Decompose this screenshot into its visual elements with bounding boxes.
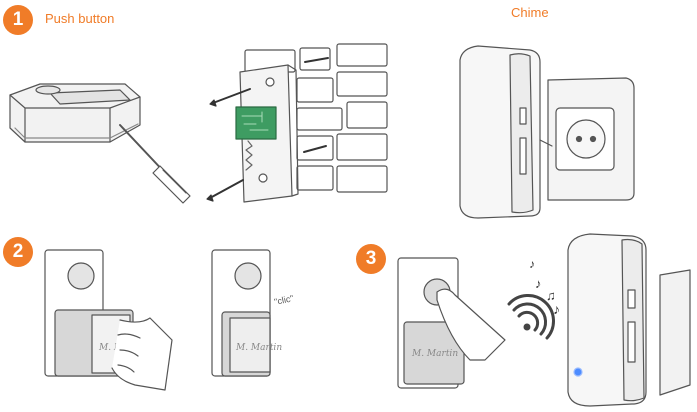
name-tag-text-3: M. Martin [411, 349, 458, 359]
svg-text:♪: ♪ [553, 301, 560, 317]
push-button-press: M. Martin [397, 257, 506, 389]
svg-text:♪: ♪ [535, 276, 542, 291]
click-sound-text: "clic" [273, 293, 294, 307]
name-tag-text-2: M. Martin [235, 343, 282, 353]
screwdriver [119, 124, 191, 204]
svg-text:♪: ♪ [529, 257, 535, 271]
step-1-number: 1 [12, 9, 24, 30]
chime-unit [459, 45, 553, 219]
chime-led [573, 367, 583, 377]
button-base-plate [235, 64, 299, 203]
chime-unit-ringing [567, 233, 691, 407]
music-notes-icon: ♪ ♪ ♫ ♪ [529, 257, 560, 317]
chime-label: Chime [511, 5, 549, 20]
wall-screws [206, 57, 329, 202]
step-3-badge: 3 [356, 244, 386, 274]
step-2-number: 2 [12, 241, 24, 262]
wall-socket [547, 77, 635, 201]
brick-wall [244, 43, 388, 193]
step-1-label: Push button [45, 11, 115, 26]
circuit-board [235, 106, 277, 140]
step-1-badge: 1 [3, 5, 33, 35]
wireless-signal-icon [507, 294, 555, 340]
step-3-number: 3 [365, 248, 377, 269]
push-button-front-left: M. Martin [44, 249, 173, 391]
svg-text:♫: ♫ [546, 288, 556, 303]
push-button-open-illustration [9, 83, 141, 143]
push-button-front-right: M. Martin [211, 249, 282, 377]
step-2-badge: 2 [3, 237, 33, 267]
